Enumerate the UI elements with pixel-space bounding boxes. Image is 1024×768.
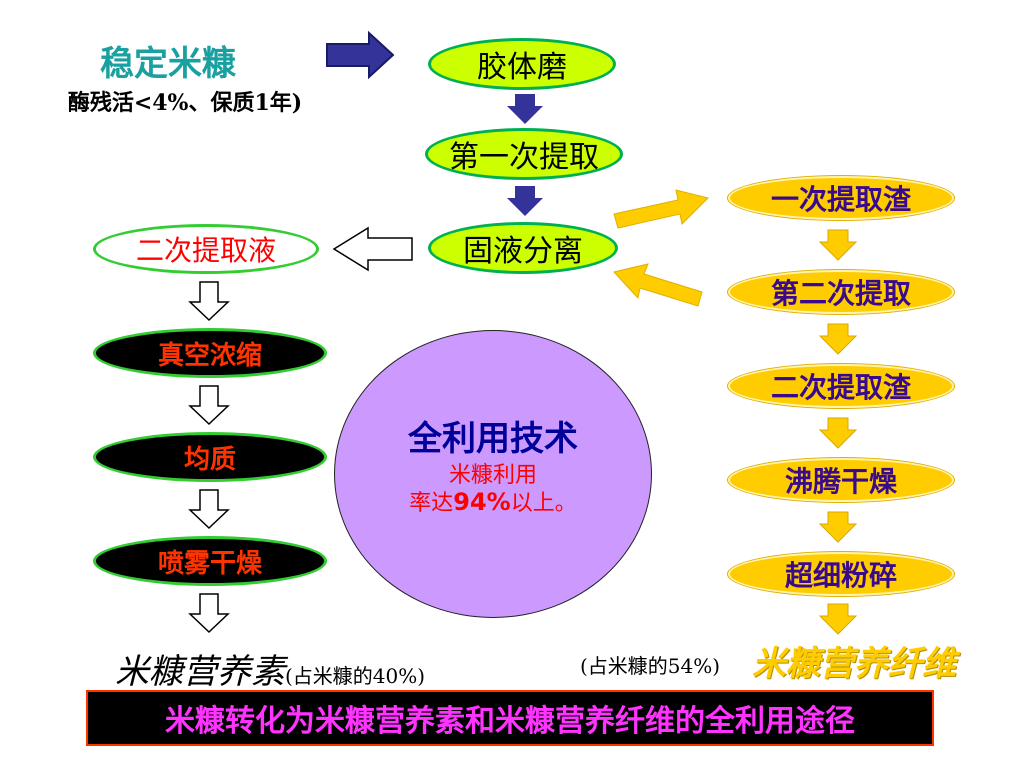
product-left: 米糠营养素(占米糠的40%) bbox=[115, 644, 425, 693]
center-line2-suffix: 以上。 bbox=[510, 491, 577, 516]
yellow-arrow-to-separation bbox=[613, 263, 703, 307]
second-extraction-node: 第二次提取 bbox=[728, 270, 954, 314]
full-utilization-circle: 全利用技术 米糠利用 率达94%以上。 bbox=[334, 330, 652, 618]
solid-liquid-separation-node: 固液分离 bbox=[428, 222, 618, 274]
down-arrow-1 bbox=[507, 94, 543, 124]
first-residue-node: 一次提取渣 bbox=[728, 176, 954, 220]
hollow-down-arrow-3 bbox=[188, 489, 230, 530]
colloid-mill-node: 胶体磨 bbox=[428, 38, 616, 90]
hollow-down-arrow-2 bbox=[188, 385, 230, 426]
first-extraction-node: 第一次提取 bbox=[425, 128, 623, 180]
yellow-down-arrow-2 bbox=[818, 323, 858, 355]
product-left-name: 米糠营养素 bbox=[115, 652, 285, 692]
product-right-share: (占米糠的54%) bbox=[580, 654, 721, 678]
stable-bran-title: 稳定米糠 bbox=[100, 44, 236, 84]
yellow-down-arrow-3 bbox=[818, 417, 858, 449]
second-extract-liquid-node: 二次提取液 bbox=[93, 224, 319, 274]
homogenization-node: 均质 bbox=[93, 432, 327, 482]
center-line1: 米糠利用 bbox=[448, 463, 537, 488]
spray-drying-node: 喷雾干燥 bbox=[93, 536, 327, 586]
ultrafine-grinding-node: 超细粉碎 bbox=[728, 552, 954, 596]
yellow-down-arrow-4 bbox=[818, 511, 858, 543]
yellow-down-arrow-5 bbox=[818, 603, 858, 635]
center-title: 全利用技术 bbox=[408, 419, 578, 459]
boiling-drying-node: 沸腾干燥 bbox=[728, 458, 954, 502]
stable-bran-note: 酶残活<4%、保质1年) bbox=[67, 90, 303, 116]
blue-right-arrow bbox=[326, 30, 395, 80]
product-right-name: 米糠营养纤维 bbox=[752, 644, 956, 684]
hollow-left-arrow bbox=[332, 226, 413, 272]
second-residue-node: 二次提取渣 bbox=[728, 364, 954, 408]
caption-banner: 米糠转化为米糠营养素和米糠营养纤维的全利用途径 bbox=[86, 690, 934, 746]
yellow-down-arrow-1 bbox=[818, 229, 858, 261]
center-line2-value: 94% bbox=[453, 488, 511, 516]
center-line2-prefix: 率达 bbox=[409, 491, 454, 516]
center-line2: 率达94%以上。 bbox=[335, 485, 651, 517]
yellow-arrow-to-residue bbox=[613, 189, 709, 229]
down-arrow-2 bbox=[507, 186, 543, 216]
product-left-share: (占米糠的40%) bbox=[285, 664, 426, 688]
caption-text: 米糠转化为米糠营养素和米糠营养纤维的全利用途径 bbox=[165, 704, 855, 739]
hollow-down-arrow-1 bbox=[188, 281, 230, 322]
hollow-down-arrow-4 bbox=[188, 593, 230, 634]
vacuum-concentration-node: 真空浓缩 bbox=[93, 328, 327, 378]
